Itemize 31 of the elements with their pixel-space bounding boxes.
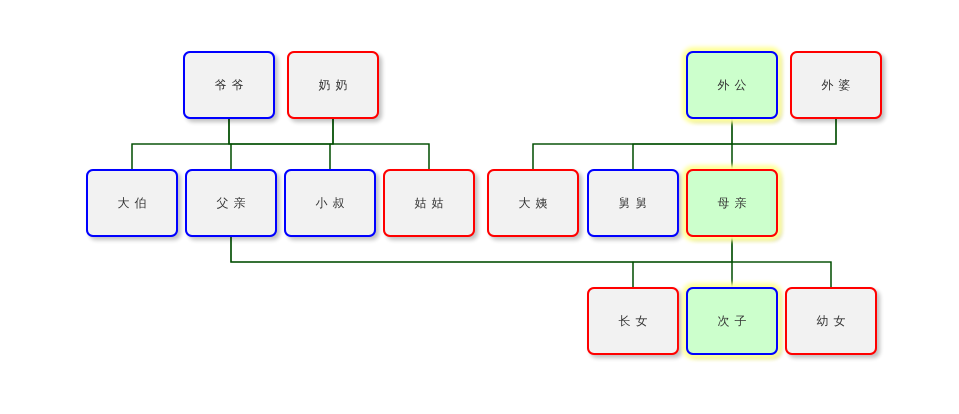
person-name: 次子 [718,312,752,330]
person-name: 大伯 [118,194,152,212]
person-box [686,287,778,355]
person-name: 长女 [618,312,652,330]
person-name: 外公 [718,76,752,94]
family-line [731,237,832,287]
person-box [785,287,877,355]
person-box [790,51,882,119]
family-line [332,119,430,169]
person-name: 幼女 [816,312,850,330]
person-name: 奶奶 [318,76,352,94]
person-name: 父亲 [216,194,250,212]
person-box [185,169,277,237]
person-box [587,287,679,355]
person-box [487,169,579,237]
person-box [284,169,376,237]
person-box [686,51,778,119]
person-name: 爷爷 [214,76,248,94]
person-name: 舅舅 [618,194,652,212]
person-name: 姑姑 [414,194,448,212]
person-box [183,51,275,119]
person-box [287,51,379,119]
person-box [587,169,679,237]
person-box [686,169,778,237]
person-name: 外婆 [822,76,856,94]
person-name: 小叔 [316,194,350,212]
person-box [383,169,475,237]
family-line [731,119,837,169]
person-name: 母亲 [718,194,752,212]
person-name: 大姨 [518,194,552,212]
person-box [86,169,178,237]
